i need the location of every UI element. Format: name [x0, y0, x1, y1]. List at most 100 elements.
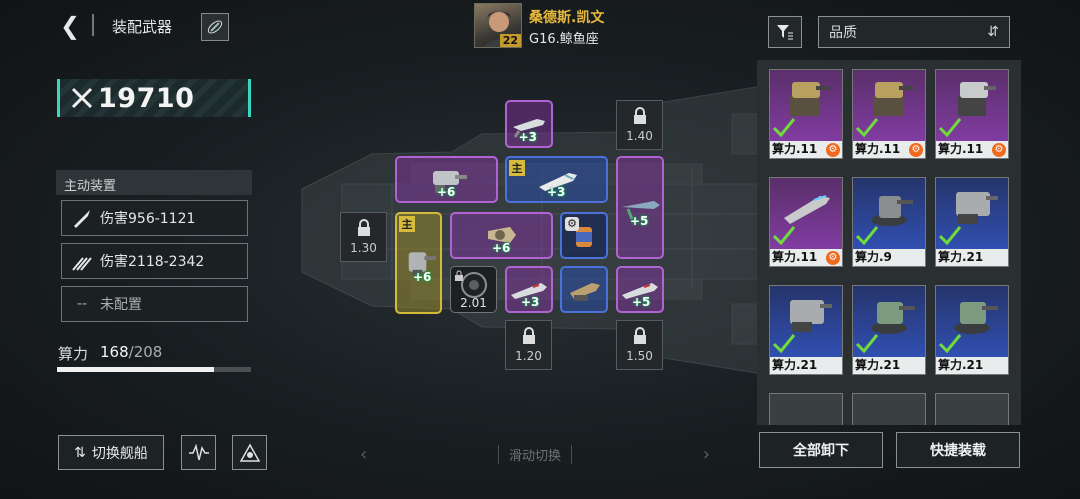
- card-cost: 算力.21: [770, 357, 842, 374]
- weapon-icon: [408, 252, 437, 276]
- back-button[interactable]: ❮: [56, 12, 84, 40]
- inventory-card[interactable]: 算力.21: [852, 285, 926, 375]
- fleet-button[interactable]: [232, 435, 267, 470]
- combat-power-value: 19710: [98, 82, 195, 114]
- chevron-right-icon: ›: [702, 443, 710, 465]
- divider: [92, 14, 94, 36]
- swap-ship-button[interactable]: ⇅切换舰船: [58, 435, 164, 470]
- filter-button[interactable]: [768, 16, 802, 48]
- swap-ship-label: 切换舰船: [91, 445, 148, 462]
- main-tag: 主: [509, 160, 525, 176]
- inventory-card[interactable]: [769, 393, 843, 425]
- inventory-card[interactable]: 算力.11 ⚙: [935, 69, 1009, 159]
- weapon-slot[interactable]: 主 +3: [505, 156, 608, 203]
- equipped-check-icon: [772, 334, 796, 354]
- rocket-icon: [207, 20, 223, 34]
- inventory-grid[interactable]: 算力.11 ⚙ 算力.11 ⚙ 算力.11 ⚙ 算力.11 ⚙ 算力.9 算力.…: [757, 60, 1021, 425]
- turret-icon: [871, 302, 915, 334]
- locked-slot[interactable]: 1.40: [616, 100, 663, 150]
- weapon-icon: [487, 226, 516, 243]
- inventory-card[interactable]: 算力.11 ⚙: [769, 69, 843, 159]
- slot-bonus: +3: [518, 130, 537, 144]
- filter-icon: [777, 25, 793, 40]
- inventory-card[interactable]: [852, 393, 926, 425]
- lock-icon: [455, 270, 463, 281]
- weapon-slot[interactable]: +3: [505, 266, 553, 313]
- active-devices-heading: 主动装置: [56, 170, 252, 195]
- locked-slot[interactable]: 1.30: [340, 212, 387, 262]
- inventory-card[interactable]: 算力.21: [935, 177, 1009, 267]
- dash-icon: --: [76, 296, 88, 312]
- inventory-card[interactable]: 算力.21: [769, 285, 843, 375]
- weapon-icon: [622, 200, 660, 220]
- slot-bonus: +5: [630, 214, 649, 228]
- canister-icon: [576, 226, 592, 247]
- weapon-icon: [622, 282, 658, 299]
- slot-bonus: +6: [437, 185, 456, 199]
- pilot-portrait[interactable]: 22: [474, 3, 522, 48]
- equipped-check-icon: [855, 226, 879, 246]
- weapon-icon: [538, 172, 577, 191]
- locked-slot[interactable]: 1.50: [616, 320, 663, 370]
- weapon-slot[interactable]: ⚙: [560, 212, 608, 259]
- card-cost: 算力.11: [770, 141, 842, 158]
- mode-button[interactable]: [181, 435, 216, 470]
- rocket-button[interactable]: [201, 13, 229, 41]
- active-device-3-label: 未配置: [100, 297, 142, 313]
- turret-icon: [790, 82, 830, 116]
- cannon-icon: [784, 195, 830, 224]
- weapon-slot[interactable]: +6: [395, 156, 498, 203]
- active-device-2[interactable]: 伤害2118-2342: [61, 243, 248, 279]
- locked-slot[interactable]: 1.20: [505, 320, 552, 370]
- sort-dropdown[interactable]: 品质 ⇵: [818, 16, 1010, 48]
- slide-switch[interactable]: ‹ 滑动切换 ›: [360, 440, 710, 468]
- weapon-icon: [432, 170, 467, 193]
- turret-icon: [956, 192, 998, 224]
- slot-bonus: +6: [492, 241, 511, 255]
- active-device-3[interactable]: -- 未配置: [61, 286, 248, 322]
- weapon-slot[interactable]: [560, 266, 608, 313]
- weapon-slot[interactable]: +6: [450, 212, 553, 259]
- card-cost: 算力.9: [853, 249, 925, 266]
- lock-level: 1.30: [350, 241, 377, 255]
- inventory-card[interactable]: [935, 393, 1009, 425]
- page-title: 装配武器: [112, 18, 173, 36]
- equipped-check-icon: [938, 226, 962, 246]
- capacity-bar: [57, 367, 251, 372]
- crossed-swords-icon: [71, 87, 93, 109]
- card-cost: 算力.11: [770, 249, 842, 266]
- locked-slot[interactable]: 2.01: [450, 266, 497, 313]
- inventory-card[interactable]: 算力.11 ⚙: [852, 69, 926, 159]
- turret-icon: [790, 300, 832, 332]
- card-cost: 算力.11: [853, 141, 925, 158]
- inventory-card[interactable]: 算力.11 ⚙: [769, 177, 843, 267]
- chevron-left-icon: ❮: [59, 12, 81, 40]
- slot-bonus: +3: [547, 185, 566, 199]
- quick-equip-button[interactable]: 快捷装载: [896, 432, 1020, 468]
- inventory-card[interactable]: 算力.9: [852, 177, 926, 267]
- core-icon: [460, 271, 487, 298]
- chevron-left-icon: ‹: [360, 443, 368, 465]
- slide-switch-label: 滑动切换: [497, 444, 572, 464]
- combat-power: 19710: [57, 79, 251, 117]
- triangle-emblem-icon: [239, 442, 260, 462]
- weapon-slot[interactable]: +5: [616, 266, 664, 313]
- gear-icon: ⚙: [826, 143, 840, 157]
- lock-icon: [522, 327, 535, 344]
- weapon-slot[interactable]: 主 +6: [395, 212, 442, 314]
- equipped-check-icon: [772, 226, 796, 246]
- slot-bonus: +6: [413, 270, 432, 284]
- slot-bonus: +5: [632, 295, 651, 309]
- active-device-1[interactable]: 伤害956-1121: [61, 200, 248, 236]
- unequip-all-button[interactable]: 全部卸下: [759, 432, 883, 468]
- lock-level: 1.20: [515, 349, 542, 363]
- weapon-slot[interactable]: +3: [505, 100, 553, 148]
- gear-icon: ⚙: [909, 143, 923, 157]
- weapon-slot[interactable]: +5: [616, 156, 664, 259]
- turret-icon: [958, 82, 996, 116]
- equipped-check-icon: [772, 118, 796, 138]
- lock-level: 2.01: [460, 296, 487, 310]
- capacity-total: /208: [128, 343, 163, 361]
- card-cost: 算力.21: [936, 357, 1008, 374]
- inventory-card[interactable]: 算力.21: [935, 285, 1009, 375]
